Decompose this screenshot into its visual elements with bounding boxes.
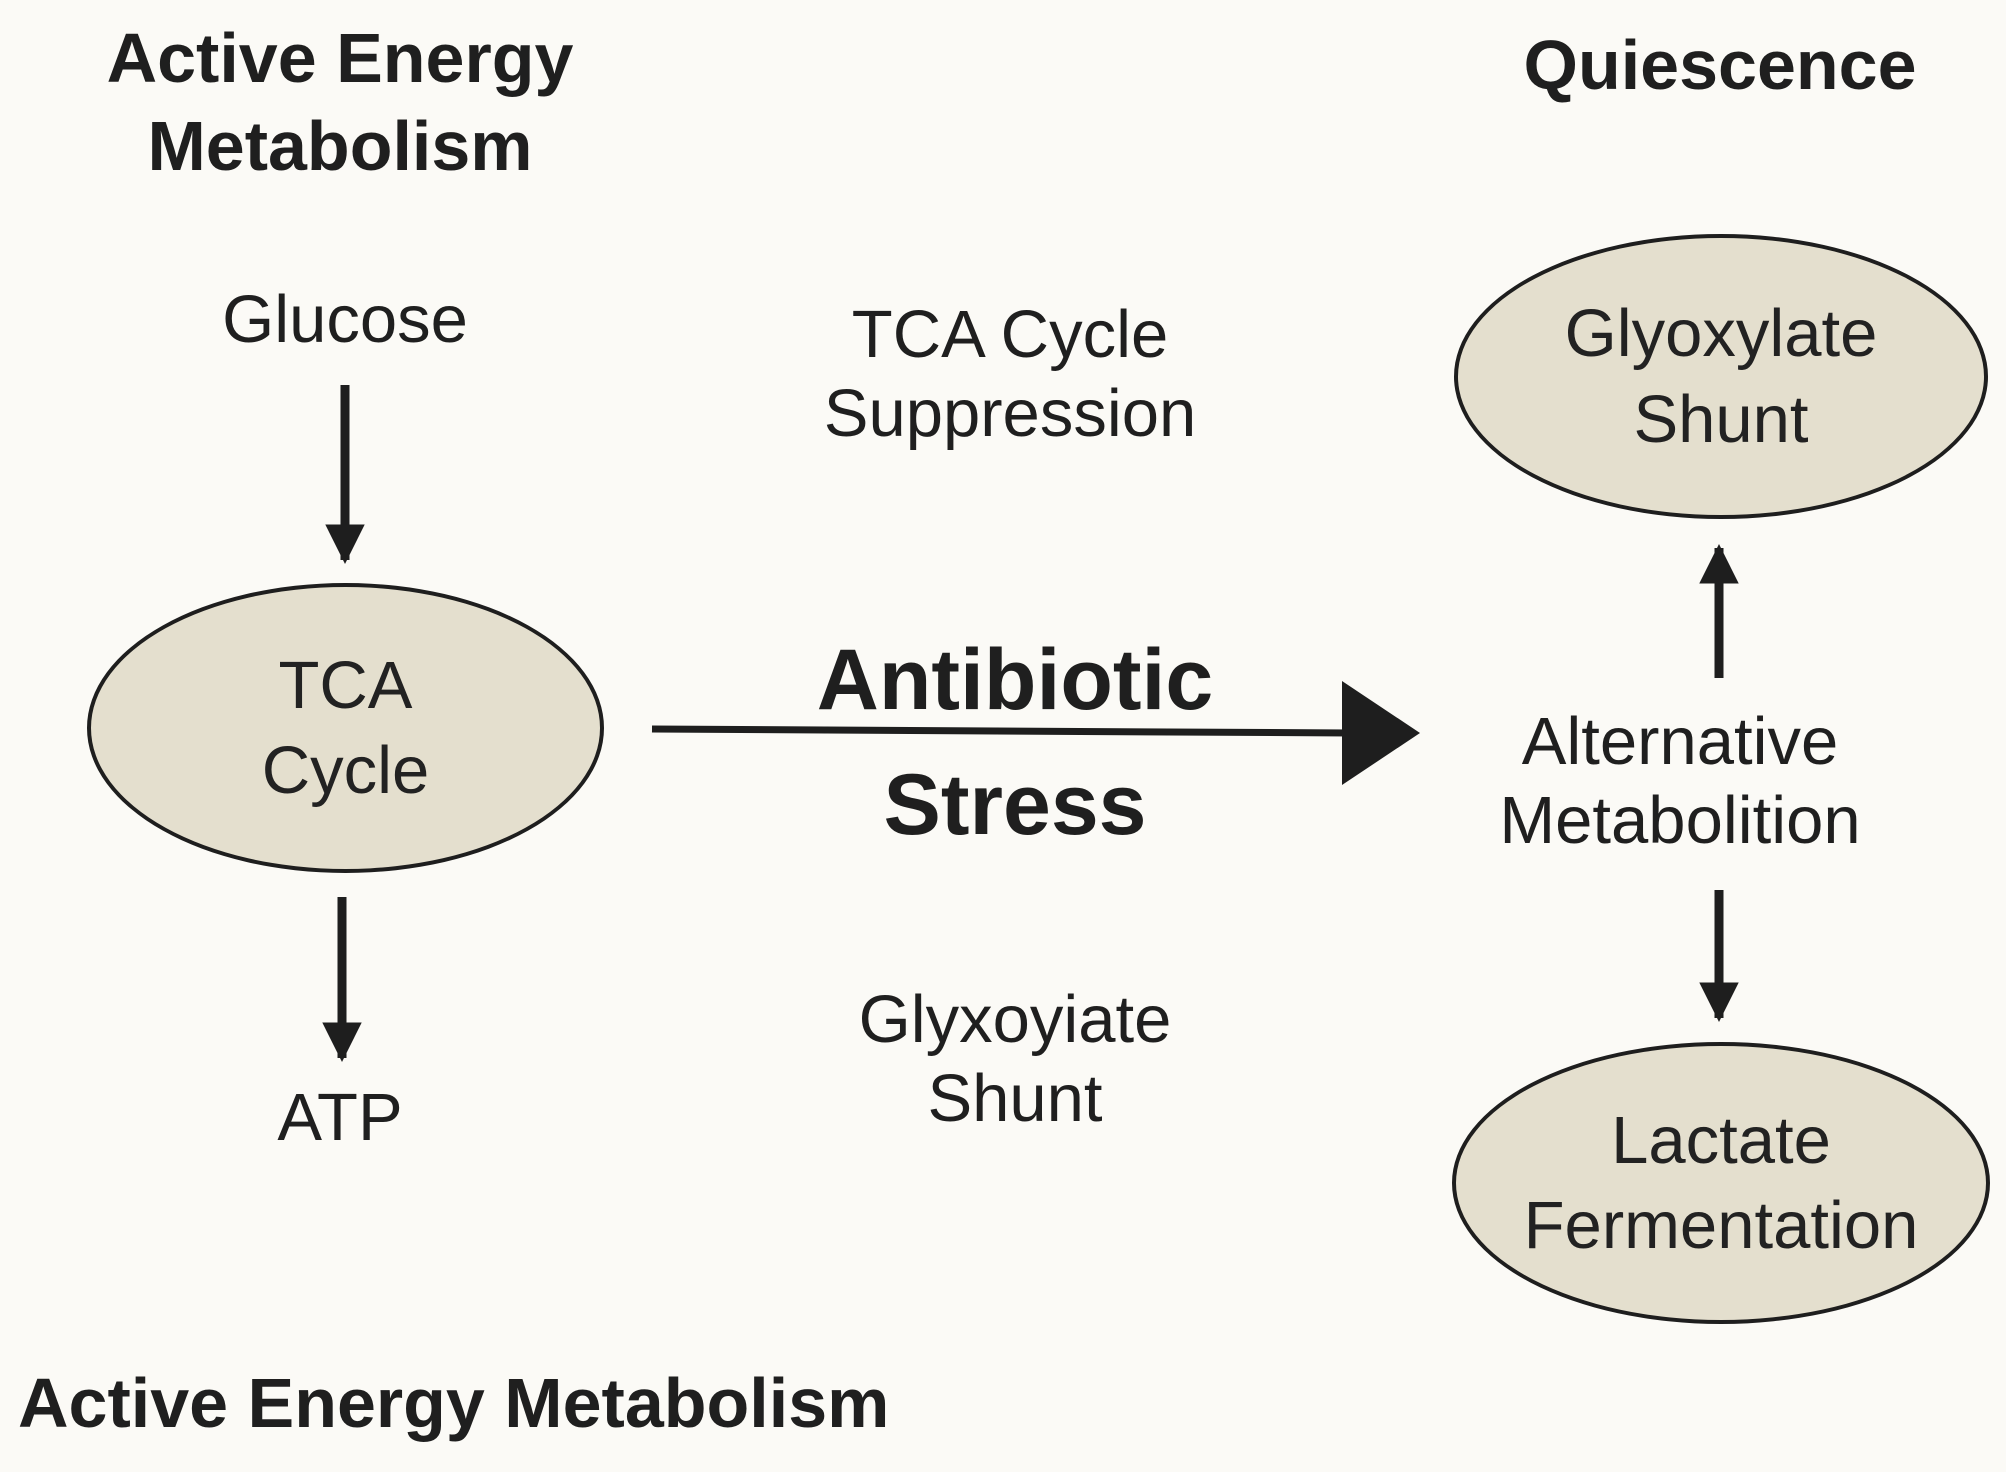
right-header: Quiescence — [1523, 26, 1917, 104]
glyoxylate-shunt-node-label: Glyoxylate Shunt — [1564, 296, 1878, 457]
tca-cycle-node-label: TCA Cycle — [261, 647, 430, 808]
tca-suppression-label: TCA Cycle Suppression — [823, 297, 1197, 452]
glucose-label: Glucose — [222, 282, 468, 357]
lactate-fermentation-node: Lactate Fermentation — [1452, 1042, 1990, 1324]
alternative-metabolition-label: Alternative Metabolition — [1499, 704, 1861, 859]
lactate-fermentation-node-label: Lactate Fermentation — [1523, 1102, 1919, 1263]
glyoxylate-shunt-node: Glyoxylate Shunt — [1454, 234, 1988, 519]
stress-arrow-shaft — [651, 725, 1351, 737]
footer-caption: Active Energy Metabolism — [18, 1364, 890, 1442]
stress-arrow-head — [1342, 681, 1420, 785]
atp-label: ATP — [277, 1080, 403, 1155]
glyxoyiate-shunt-label: Glyxoyiate Shunt — [858, 982, 1172, 1137]
left-header: Active Energy Metabolism — [106, 19, 574, 185]
antibiotic-stress-label: Antibiotic Stress — [816, 632, 1214, 853]
tca-cycle-node: TCA Cycle — [87, 583, 604, 873]
